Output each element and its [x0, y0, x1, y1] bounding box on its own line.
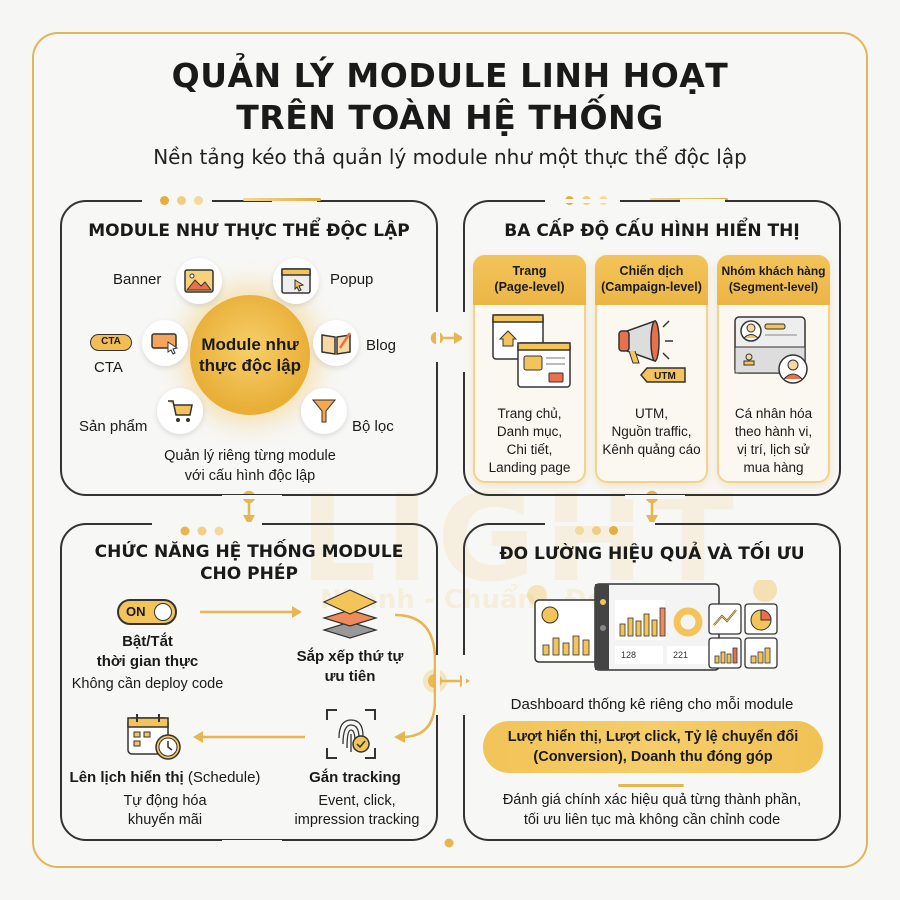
- module-functions-card: CHỨC NĂNG HỆ THỐNG MODULE CHO PHÉP: [60, 522, 440, 844]
- footer-line-1: Đánh giá chính xác hiệu quả từng thành p…: [502, 792, 802, 808]
- fn-tracking-title: Gắn tracking: [309, 769, 401, 786]
- metrics-line-1: Lượt hiển thị, Lượt click, Tỷ lệ chuyển …: [507, 729, 799, 745]
- dashboard-illustration: 128 221: [527, 580, 778, 671]
- megaphone-icon: UTM: [618, 319, 686, 383]
- level-scope: (Segment-level): [728, 280, 819, 294]
- level-description: UTM, Nguồn traffic, Kênh quảng cáo: [595, 405, 708, 459]
- node-label-popup: Popup: [330, 271, 374, 288]
- stat-number: 128: [621, 650, 636, 660]
- level-header: Chiến dịch (Campaign-level): [595, 255, 708, 305]
- level-description: Trang chủ, Danh mục, Chi tiết, Landing p…: [473, 405, 586, 477]
- title-line-2: CHO PHÉP: [200, 564, 298, 584]
- desc-line: Chi tiết,: [506, 442, 553, 457]
- fn-title-line: thời gian thực: [96, 653, 199, 670]
- fn-toggle-title: Bật/Tắt thời gian thực: [60, 632, 235, 672]
- desc-line: Trang chủ,: [497, 406, 562, 421]
- level-column-page: Trang (Page-level) Trang chủ, Danh mục, …: [473, 255, 586, 483]
- utm-tag: UTM: [654, 371, 676, 382]
- module-note: Quản lý riêng từng module với cấu hình đ…: [100, 446, 400, 486]
- node-label-banner: Banner: [113, 271, 162, 288]
- toggle-switch-icon: ON: [117, 599, 177, 625]
- fn-title-line: ưu tiên: [324, 668, 376, 685]
- level-column-campaign: Chiến dịch (Campaign-level) UTM UTM, Ngu…: [595, 255, 708, 483]
- fn-sub-line: Event, click,: [318, 793, 396, 809]
- fn-sub-line: impression tracking: [294, 812, 420, 828]
- fn-priority-title: Sắp xếp thứ tự ưu tiên: [280, 647, 420, 687]
- toggle-label: ON: [126, 604, 146, 619]
- card-title: ĐO LƯỜNG HIỆU QUẢ VÀ TỐI ƯU: [499, 544, 805, 564]
- metrics-highlight: Lượt hiển thị, Lượt click, Tỷ lệ chuyển …: [483, 721, 823, 773]
- divider: [618, 784, 684, 787]
- fn-schedule-title: Lên lịch hiển thị (Schedule): [60, 768, 270, 788]
- image-icon: [176, 258, 222, 304]
- level-header: Trang (Page-level): [473, 255, 586, 305]
- node-label-blog: Blog: [366, 337, 397, 354]
- fingerprint-check-icon: [326, 709, 376, 759]
- metrics-line-2: (Conversion), Doanh thu đóng góp: [533, 749, 773, 765]
- node-label-product: Sản phẩm: [79, 418, 148, 435]
- footer-line-2: tối ưu liên tục mà không cần chỉnh code: [523, 812, 781, 828]
- level-header: Nhóm khách hàng (Segment-level): [717, 255, 830, 305]
- level-scope: (Campaign-level): [601, 280, 702, 294]
- web-pages-icon: [492, 314, 571, 388]
- user-profile-icon: [734, 316, 808, 384]
- level-name: Trang: [512, 264, 547, 278]
- title-line-2: TRÊN TOÀN HỆ THỐNG: [236, 98, 664, 137]
- stat-number: 221: [673, 650, 688, 660]
- cta-pill: CTA: [90, 334, 132, 351]
- fn-title-line: Lên lịch hiển thị: [69, 769, 184, 786]
- fn-sub-line: Tự động hóa: [123, 793, 207, 809]
- node-label-filter: Bộ lọc: [352, 418, 394, 435]
- level-description: Cá nhân hóa theo hành vi, vị trí, lịch s…: [717, 405, 830, 477]
- desc-line: Cá nhân hóa: [734, 406, 813, 421]
- card-title: BA CẤP ĐỘ CẤU HÌNH HIỂN THỊ: [504, 221, 800, 241]
- fn-title-line: Sắp xếp thứ tự: [296, 648, 404, 665]
- desc-line: mua hàng: [743, 460, 804, 475]
- cursor-button-icon: [142, 320, 188, 366]
- level-column-segment: Nhóm khách hàng (Segment-level) Cá nhân …: [717, 255, 830, 483]
- note-line-2: với cấu hình độc lập: [184, 468, 316, 484]
- level-name: Nhóm khách hàng: [721, 264, 826, 278]
- node-label-cta: CTA: [94, 359, 123, 376]
- title-line-1: CHỨC NĂNG HỆ THỐNG MODULE: [94, 542, 404, 562]
- dashboard-caption: Dashboard thống kê riêng cho mỗi module: [510, 696, 794, 713]
- decor-line: [243, 198, 321, 201]
- popup-window-icon: [273, 258, 319, 304]
- desc-line: Danh mục,: [496, 424, 563, 439]
- card-title: MODULE NHƯ THỰC THỂ ĐỘC LẬP: [88, 221, 410, 241]
- page-subtitle: Nền tảng kéo thả quản lý module như một …: [153, 145, 747, 169]
- desc-line: vị trí, lịch sử: [737, 442, 810, 457]
- title-line-1: QUẢN LÝ MODULE LINH HOẠT: [171, 56, 729, 95]
- decor-dots: [160, 196, 203, 205]
- page-title: QUẢN LÝ MODULE LINH HOẠT TRÊN TOÀN HỆ TH…: [0, 55, 900, 139]
- fn-schedule-sub: Tự động hóa khuyến mãi: [90, 792, 240, 830]
- shopping-cart-icon: [157, 388, 203, 434]
- desc-line: Kênh quảng cáo: [602, 442, 701, 457]
- level-scope: (Page-level): [494, 280, 565, 294]
- level-name: Chiến dịch: [619, 264, 684, 278]
- desc-line: Landing page: [488, 460, 571, 475]
- funnel-icon: [301, 388, 347, 434]
- metrics-card: ĐO LƯỜNG HIỆU QUẢ VÀ TỐI ƯU: [462, 522, 841, 841]
- calendar-clock-icon: [127, 714, 181, 760]
- metrics-footer: Đánh giá chính xác hiệu quả từng thành p…: [463, 790, 841, 830]
- fn-title-line: Bật/Tắt: [122, 633, 173, 650]
- note-line-1: Quản lý riêng từng module: [164, 448, 336, 464]
- config-levels-card: BA CẤP ĐỘ CẤU HÌNH HIỂN THỊ: [462, 199, 841, 499]
- desc-line: theo hành vi,: [734, 424, 813, 439]
- fn-tracking-sub: Event, click, impression tracking: [272, 792, 442, 830]
- fn-title-suffix: (Schedule): [183, 769, 261, 786]
- open-book-icon: [313, 320, 359, 366]
- desc-line: Nguồn traffic,: [611, 424, 692, 439]
- fn-sub-line: khuyến mãi: [127, 812, 203, 828]
- layers-icon: [321, 589, 379, 639]
- card-title: CHỨC NĂNG HỆ THỐNG MODULE CHO PHÉP: [62, 541, 436, 585]
- desc-line: UTM,: [635, 406, 668, 421]
- decor-dots: [575, 526, 618, 535]
- fn-toggle-sub: Không cần deploy code: [71, 676, 224, 692]
- module-hub: Module như thực độc lập: [190, 295, 310, 415]
